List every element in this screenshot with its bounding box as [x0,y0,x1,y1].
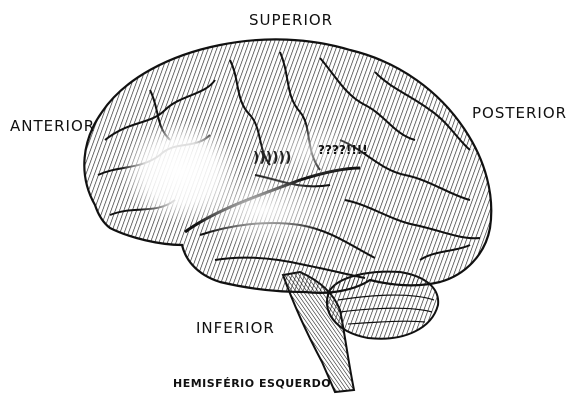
temporal-highlight [192,172,332,248]
label-anterior: ANTERIOR [10,117,95,135]
label-inferior: INFERIOR [196,319,275,337]
label-superior: SUPERIOR [249,11,333,29]
sound-wave-mark: )))))) [253,150,291,166]
question-exclamation-mark: ????!!!! [318,143,368,157]
label-hemisphere: HEMISFÉRIO ESQUERDO [173,377,331,390]
label-posterior: POSTERIOR [472,104,566,122]
